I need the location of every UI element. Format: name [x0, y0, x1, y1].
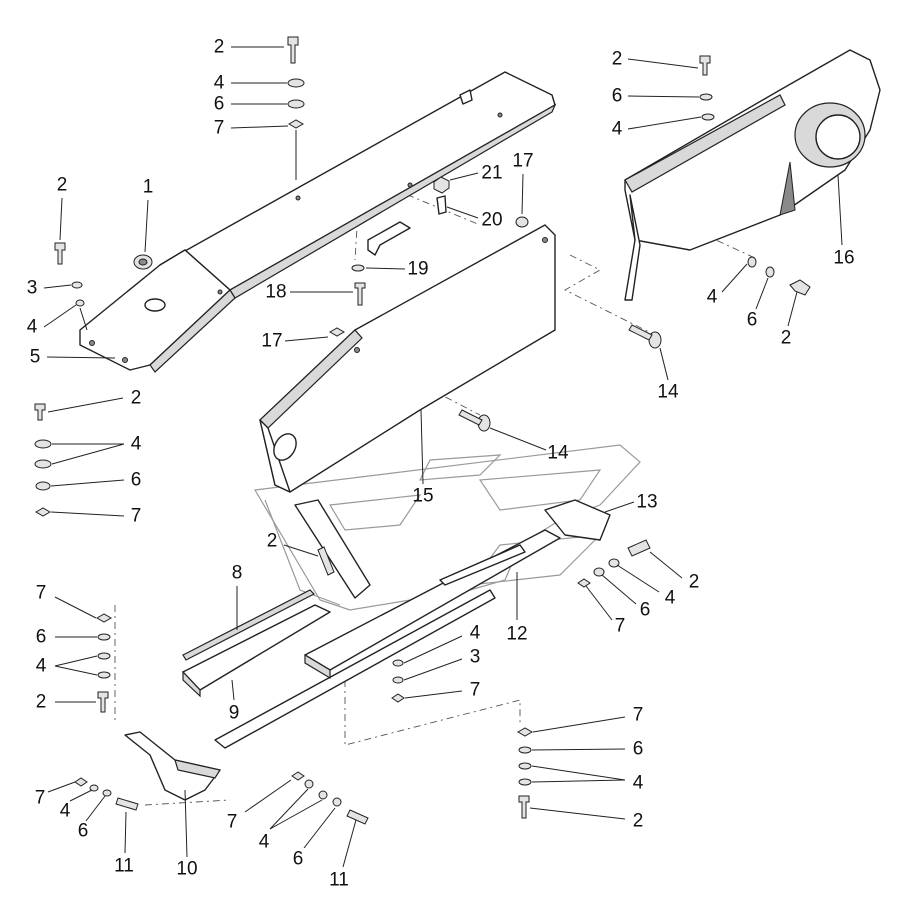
callout-6: 6 [36, 627, 47, 648]
bracket-19-20 [367, 195, 447, 256]
callout-3: 3 [470, 647, 481, 668]
callout-3: 3 [27, 278, 38, 299]
leader-lines [43, 46, 843, 868]
callout-16: 16 [833, 248, 854, 269]
callout-4: 4 [60, 801, 71, 822]
callout-6: 6 [612, 86, 623, 107]
callout-4: 4 [612, 119, 623, 140]
callout-10: 10 [176, 859, 197, 880]
callout-labels: 2467264123451721201918171646214141524671… [27, 37, 855, 891]
callout-14: 14 [547, 443, 569, 464]
callout-7: 7 [131, 506, 142, 527]
callout-4: 4 [665, 588, 676, 609]
chain-guard-15 [259, 224, 556, 493]
callout-4: 4 [470, 623, 481, 644]
drive-cover-16 [624, 49, 881, 301]
callout-2: 2 [267, 531, 278, 552]
callout-5: 5 [30, 347, 41, 368]
callout-13: 13 [636, 492, 657, 513]
callout-2: 2 [612, 49, 623, 70]
callout-1: 1 [143, 177, 154, 198]
callout-4: 4 [259, 832, 270, 853]
callout-2: 2 [633, 811, 644, 832]
callout-7: 7 [36, 583, 47, 604]
callout-6: 6 [293, 849, 304, 870]
callout-8: 8 [232, 563, 243, 584]
callout-20: 20 [481, 210, 502, 231]
callout-17: 17 [512, 151, 533, 172]
callout-2: 2 [781, 328, 792, 349]
callout-14: 14 [657, 382, 679, 403]
callout-4: 4 [633, 773, 644, 794]
callout-12: 12 [506, 624, 527, 645]
lower-frame-12 [182, 499, 611, 749]
callout-11: 11 [329, 870, 349, 891]
callout-2: 2 [36, 692, 47, 713]
callout-7: 7 [633, 705, 644, 726]
callout-2: 2 [689, 572, 700, 593]
callout-7: 7 [615, 616, 626, 637]
callout-7: 7 [214, 118, 225, 139]
callout-6: 6 [78, 821, 89, 842]
callout-7: 7 [470, 680, 481, 701]
callout-4: 4 [27, 317, 38, 338]
bracket-10 [124, 731, 221, 801]
callout-6: 6 [747, 310, 758, 331]
callout-6: 6 [640, 600, 651, 621]
callout-4: 4 [214, 73, 225, 94]
callout-6: 6 [131, 470, 142, 491]
callout-4: 4 [131, 434, 142, 455]
callout-2: 2 [131, 388, 142, 409]
callout-15: 15 [412, 486, 433, 507]
callout-19: 19 [407, 259, 428, 280]
bushing-1 [133, 254, 153, 270]
callout-6: 6 [214, 94, 225, 115]
upper-beam-5 [79, 71, 557, 373]
callout-4: 4 [36, 656, 47, 677]
callout-17: 17 [261, 331, 282, 352]
callout-7: 7 [35, 788, 46, 809]
callout-9: 9 [229, 703, 240, 724]
callout-18: 18 [265, 282, 286, 303]
callout-11: 11 [114, 856, 134, 877]
hardware [34, 36, 811, 825]
callout-21: 21 [481, 163, 502, 184]
callout-6: 6 [633, 739, 644, 760]
callout-2: 2 [57, 175, 68, 196]
callout-4: 4 [707, 287, 718, 308]
callout-2: 2 [214, 37, 225, 58]
callout-7: 7 [227, 812, 238, 833]
